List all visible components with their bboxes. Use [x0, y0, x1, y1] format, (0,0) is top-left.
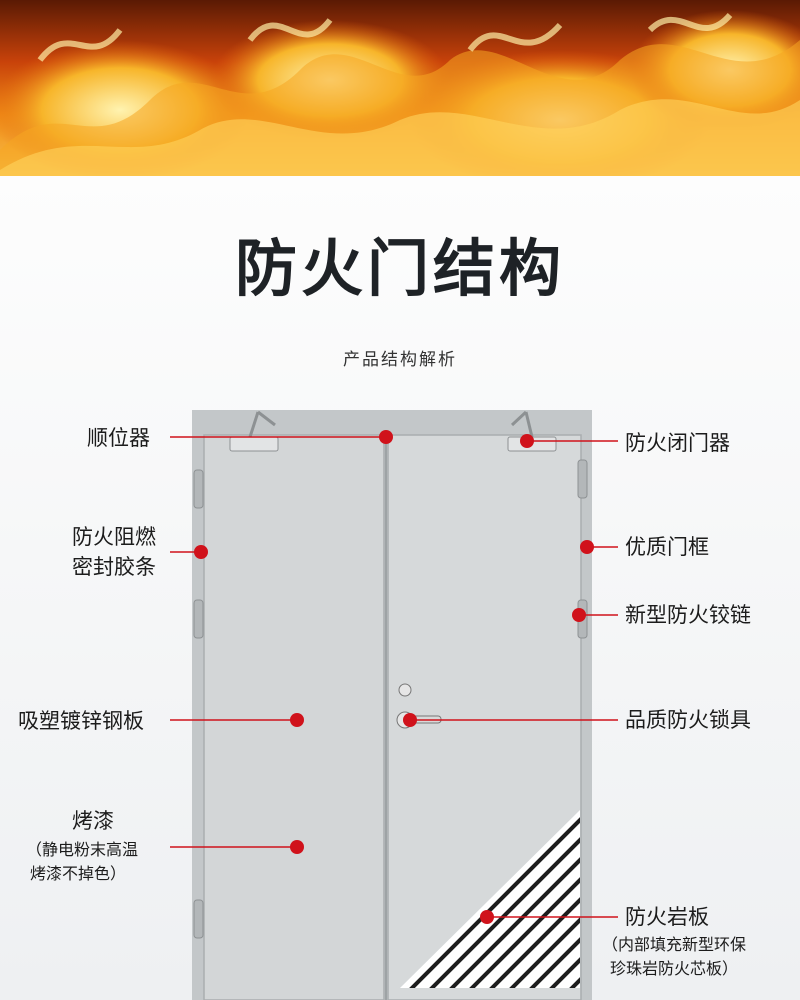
hinge-icon [577, 459, 588, 499]
fire-banner [0, 0, 800, 176]
page-title: 防火门结构 [234, 232, 565, 305]
label-paint: 烤漆 [72, 809, 114, 833]
label-seal-line1: 防火阻燃 [72, 525, 156, 549]
page-subtitle: 产品结构解析 [343, 350, 457, 370]
marker-hinge [572, 608, 586, 622]
label-hinge: 新型防火铰链 [625, 603, 751, 627]
label-paint-note-line2: 烤漆不掉色） [30, 864, 127, 883]
hinge-icon [193, 469, 204, 509]
marker-steel [290, 713, 304, 727]
label-board: 防火岩板 [625, 905, 709, 929]
flame-icon [0, 10, 800, 176]
label-steel: 吸塑镀锌钢板 [18, 709, 144, 733]
label-paint-note-line1: （静电粉末高温 [26, 840, 139, 859]
hinge-icon [193, 599, 204, 639]
label-seal-line2: 密封胶条 [72, 555, 156, 579]
marker-seal [194, 545, 208, 559]
label-board-note-line1: （内部填充新型环保 [602, 935, 747, 954]
marker-closer [520, 434, 534, 448]
label-shunweiqi: 顺位器 [87, 426, 150, 450]
marker-lock [403, 713, 417, 727]
label-lock: 品质防火锁具 [625, 708, 751, 732]
marker-paint [290, 840, 304, 854]
label-frame: 优质门框 [625, 535, 709, 559]
marker-board [480, 910, 494, 924]
label-board-note-line2: 珍珠岩防火芯板） [610, 959, 739, 978]
door-closer-left-icon [229, 410, 279, 452]
marker-shunweiqi [379, 430, 393, 444]
marker-frame [580, 540, 594, 554]
label-closer: 防火闭门器 [625, 431, 730, 455]
hinge-icon [193, 899, 204, 939]
